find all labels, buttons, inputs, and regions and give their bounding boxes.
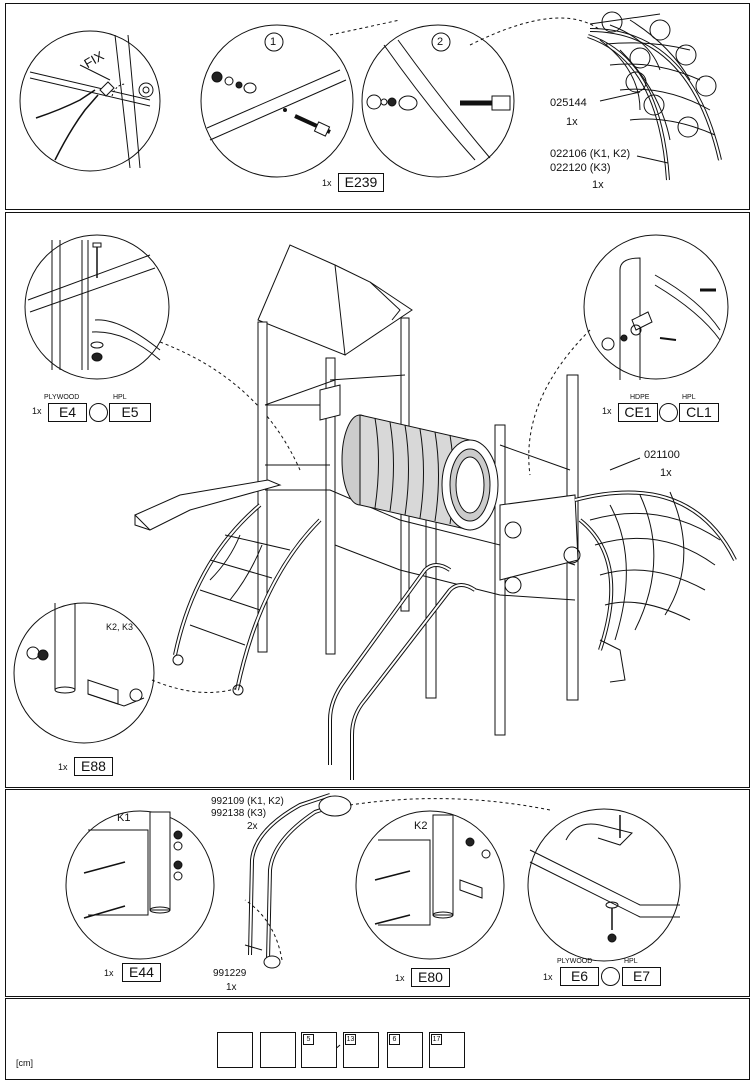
detail-bolt-k1	[65, 810, 215, 960]
cap-qty: 1x	[226, 982, 237, 993]
leader-line	[159, 341, 301, 471]
panel-step1-frame	[5, 3, 750, 210]
detail-bolt-step-2	[361, 24, 515, 178]
e6-code: E6	[560, 967, 599, 986]
detail-bracket-ce1	[583, 234, 729, 380]
e7-material: HPL	[624, 958, 638, 965]
e88-qty: 1x	[58, 762, 68, 772]
bracket-variants: K2, K3	[106, 622, 134, 632]
leader-line	[151, 679, 239, 693]
panel-footer-frame	[5, 998, 750, 1080]
leader-line	[636, 155, 669, 164]
e5-material: HPL	[113, 394, 127, 401]
e4-code: E4	[48, 403, 87, 422]
leader-line	[329, 19, 401, 36]
rail-part-number-a: 992109 (K1, K2)	[211, 796, 284, 807]
rail-part-number-b: 992138 (K3)	[211, 808, 267, 819]
detail-bracket-k2	[355, 810, 505, 960]
cl1-code: CL1	[679, 403, 719, 422]
e44-qty: 1x	[104, 968, 114, 978]
tool-size: 17	[431, 1034, 442, 1045]
k2-label: K2	[414, 820, 428, 832]
panel-qty: 1x	[660, 467, 672, 479]
tool-hammer	[260, 1032, 296, 1068]
detail-bracket-e88	[13, 602, 155, 744]
net-qty: 1x	[566, 116, 578, 128]
e239-code: E239	[338, 173, 384, 192]
rail-qty: 2x	[247, 821, 258, 832]
tool-wrench-13: 13	[343, 1032, 379, 1068]
circle-step-2: 2	[437, 36, 444, 48]
e4-qty: 1x	[32, 406, 42, 416]
tool-size: 6	[389, 1034, 400, 1045]
e88-code: E88	[74, 757, 113, 776]
arch-qty: 1x	[592, 179, 604, 191]
e4-material: PLYWOOD	[44, 394, 80, 401]
ce1-qty: 1x	[602, 406, 612, 416]
e7-code: E7	[622, 967, 661, 986]
handrail-assembly	[244, 793, 352, 969]
k1-label: K1	[117, 812, 131, 824]
arch-part-number-b: 022120 (K3)	[550, 162, 611, 174]
e80-code: E80	[411, 968, 450, 987]
detail-fix-clamp	[19, 30, 161, 172]
tool-size: 5	[303, 1034, 314, 1045]
e44-code: E44	[122, 963, 161, 982]
tool-hex-key-6: 6	[387, 1032, 423, 1068]
leader-line	[349, 798, 551, 811]
tool-pliers	[217, 1032, 253, 1068]
e239-qty: 1x	[322, 178, 332, 188]
detail-handrail-cap	[527, 808, 681, 962]
playground-tower	[134, 244, 737, 780]
leader-line	[599, 91, 641, 102]
e5-code: E5	[109, 403, 151, 422]
panel-step3-frame	[5, 789, 750, 997]
panel-step2-frame	[5, 212, 750, 788]
alternative-ring	[89, 403, 108, 422]
alternative-ring	[601, 967, 620, 986]
detail-bolt-step-1	[200, 24, 354, 178]
unit-label: [cm]	[16, 1058, 33, 1068]
net-part-number: 025144	[550, 97, 587, 109]
tool-hex-key-5: 5	[301, 1032, 337, 1068]
detail-bolt-e4	[24, 234, 170, 380]
tool-size: 13	[345, 1034, 356, 1045]
tool-wrench-17: 17	[429, 1032, 465, 1068]
cap-part-number: 991229	[213, 968, 247, 979]
circle-step-1: 1	[270, 36, 277, 48]
e6-material: PLYWOOD	[557, 958, 593, 965]
e6-qty: 1x	[543, 972, 553, 982]
leader-line	[528, 329, 591, 476]
leader-line	[244, 899, 283, 961]
e80-qty: 1x	[395, 973, 405, 983]
climbing-net-arch	[587, 11, 722, 181]
leader-line	[469, 17, 601, 46]
cl1-material: HPL	[682, 394, 696, 401]
ce1-material: HDPE	[630, 394, 650, 401]
panel-part-number: 021100	[644, 449, 680, 461]
arch-part-number-a: 022106 (K1, K2)	[550, 148, 631, 160]
alternative-ring	[659, 403, 678, 422]
ce1-code: CE1	[618, 403, 658, 422]
